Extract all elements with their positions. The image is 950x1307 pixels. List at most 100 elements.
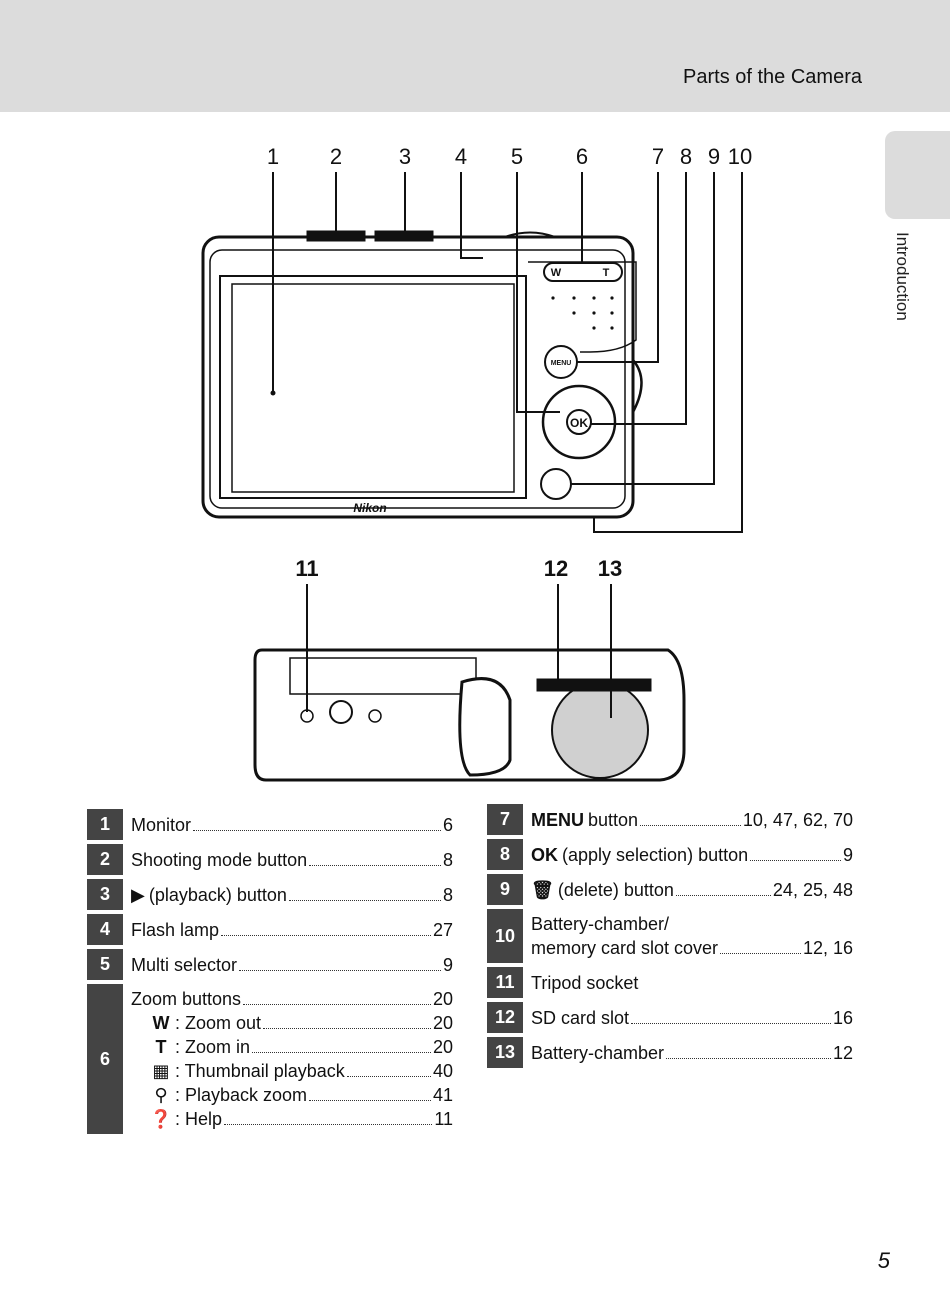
sub-label: : Thumbnail playback xyxy=(175,1061,345,1081)
sub-label: : Playback zoom xyxy=(175,1085,308,1105)
item-number: 5 xyxy=(87,949,123,980)
callout-10: 10 xyxy=(727,144,753,169)
table-row: 1 Monitor 6 xyxy=(87,809,453,840)
callout-11: 11 xyxy=(295,556,319,581)
item-page: 12 xyxy=(832,1042,853,1063)
callout-2: 2 xyxy=(329,144,343,169)
item-number: 3 xyxy=(87,879,123,910)
item-number: 7 xyxy=(487,804,523,835)
camera-ok-label: OK xyxy=(570,416,588,430)
item-label: SD card slot xyxy=(531,1007,630,1028)
item-page: 27 xyxy=(432,919,453,940)
camera-back-dots xyxy=(270,296,614,396)
callout-13: 13 xyxy=(597,556,623,581)
help-icon: ❓ xyxy=(149,1109,173,1129)
sub-label: : Zoom in xyxy=(175,1037,251,1057)
item-page: 20 xyxy=(432,989,453,1009)
item-label: (delete) button xyxy=(557,879,674,900)
item-label: button xyxy=(588,809,639,830)
item-label: Multi selector xyxy=(131,954,238,975)
table-row: 12 SD card slot 16 xyxy=(487,1002,853,1033)
zoom-icon: ⚲ xyxy=(154,1085,168,1105)
callout-8: 8 xyxy=(679,144,693,169)
table-row: 11 Tripod socket xyxy=(487,967,853,998)
item-page: 24, 25, 48 xyxy=(772,879,853,900)
thumbnail-icon: ▦ xyxy=(152,1061,170,1081)
callout-12: 12 xyxy=(543,556,569,581)
item-label: (playback) button xyxy=(148,884,287,905)
sub-page: 20 xyxy=(432,1013,453,1033)
sub-label: : Zoom out xyxy=(175,1013,262,1033)
item-label: Battery-chamber/ xyxy=(531,914,670,934)
table-row: 10 Battery-chamber/ memory card slot cov… xyxy=(487,909,853,963)
camera-illustration: Nikon MENU OK W T xyxy=(201,172,743,782)
item-label-2: memory card slot cover xyxy=(531,938,719,958)
sub-label: : Help xyxy=(175,1109,223,1129)
table-row: 3 ▶(playback) button 8 xyxy=(87,879,453,910)
camera-t-label: T xyxy=(603,267,610,279)
menu-glyph: MENU xyxy=(531,809,584,830)
item-number: 10 xyxy=(487,909,523,963)
item-page: 12, 16 xyxy=(802,938,853,958)
sub-page: 41 xyxy=(432,1085,453,1105)
delete-icon: 🗑 xyxy=(531,879,554,900)
item-page: 6 xyxy=(442,814,453,835)
item-page: 8 xyxy=(442,849,453,870)
table-row: 4 Flash lamp 27 xyxy=(87,914,453,945)
camera-menu-label: MENU xyxy=(551,360,572,367)
camera-bottom-view xyxy=(253,648,686,782)
item-number: 1 xyxy=(87,809,123,840)
section-tab-label: Introduction xyxy=(893,232,912,321)
playback-icon: ▶ xyxy=(131,884,145,905)
item-number: 4 xyxy=(87,914,123,945)
item-label: Battery-chamber xyxy=(531,1042,665,1063)
table-row: 13 Battery-chamber 12 xyxy=(487,1037,853,1068)
camera-w-label: W xyxy=(551,267,562,279)
zoom-in-t-icon: T xyxy=(155,1037,167,1057)
sub-page: 40 xyxy=(432,1061,453,1081)
item-label: Shooting mode button xyxy=(131,849,308,870)
item-page: 16 xyxy=(832,1007,853,1028)
camera-back-view xyxy=(201,230,643,519)
callout-3: 3 xyxy=(398,144,412,169)
table-row: 8 OK(apply selection) button 9 xyxy=(487,839,853,870)
table-row: 2 Shooting mode button 8 xyxy=(87,844,453,875)
section-tab xyxy=(885,131,950,219)
callout-6: 6 xyxy=(575,144,589,169)
item-label: Flash lamp xyxy=(131,919,220,940)
item-number: 12 xyxy=(487,1002,523,1033)
item-page: 9 xyxy=(842,844,853,865)
zoom-out-w-icon: W xyxy=(152,1013,170,1033)
leader-lines-top xyxy=(272,172,743,533)
item-number: 6 xyxy=(87,984,123,1134)
item-label: Monitor xyxy=(131,814,192,835)
leader-lines-bottom xyxy=(306,584,612,718)
item-label: Tripod socket xyxy=(531,972,639,993)
item-number: 13 xyxy=(487,1037,523,1068)
callout-1: 1 xyxy=(266,144,280,169)
item-label: Zoom buttons xyxy=(131,989,242,1009)
callout-5: 5 xyxy=(510,144,524,169)
table-row: 9 🗑(delete) button 24, 25, 48 xyxy=(487,874,853,905)
sub-page: 11 xyxy=(434,1109,453,1129)
camera-brand-label: Nikon xyxy=(353,501,386,515)
page-title: Parts of the Camera xyxy=(683,66,862,88)
item-number: 8 xyxy=(487,839,523,870)
item-page: 8 xyxy=(442,884,453,905)
callout-7: 7 xyxy=(651,144,665,169)
callout-4: 4 xyxy=(454,144,468,169)
item-number: 9 xyxy=(487,874,523,905)
item-label: (apply selection) button xyxy=(562,844,749,865)
callout-9: 9 xyxy=(707,144,721,169)
sub-page: 20 xyxy=(432,1037,453,1057)
item-number: 11 xyxy=(487,967,523,998)
ok-glyph: OK xyxy=(531,844,558,865)
item-number: 2 xyxy=(87,844,123,875)
table-row: 6 Zoom buttons 20 W: Zoom out 20 T : Zoom i… xyxy=(87,984,453,1134)
parts-table-left: 1 Monitor 6 2 Shooting mode button 8 3 ▶(p… xyxy=(87,805,453,1138)
item-page: 10, 47, 62, 70 xyxy=(742,809,853,830)
page-number: 5 xyxy=(877,1248,890,1273)
